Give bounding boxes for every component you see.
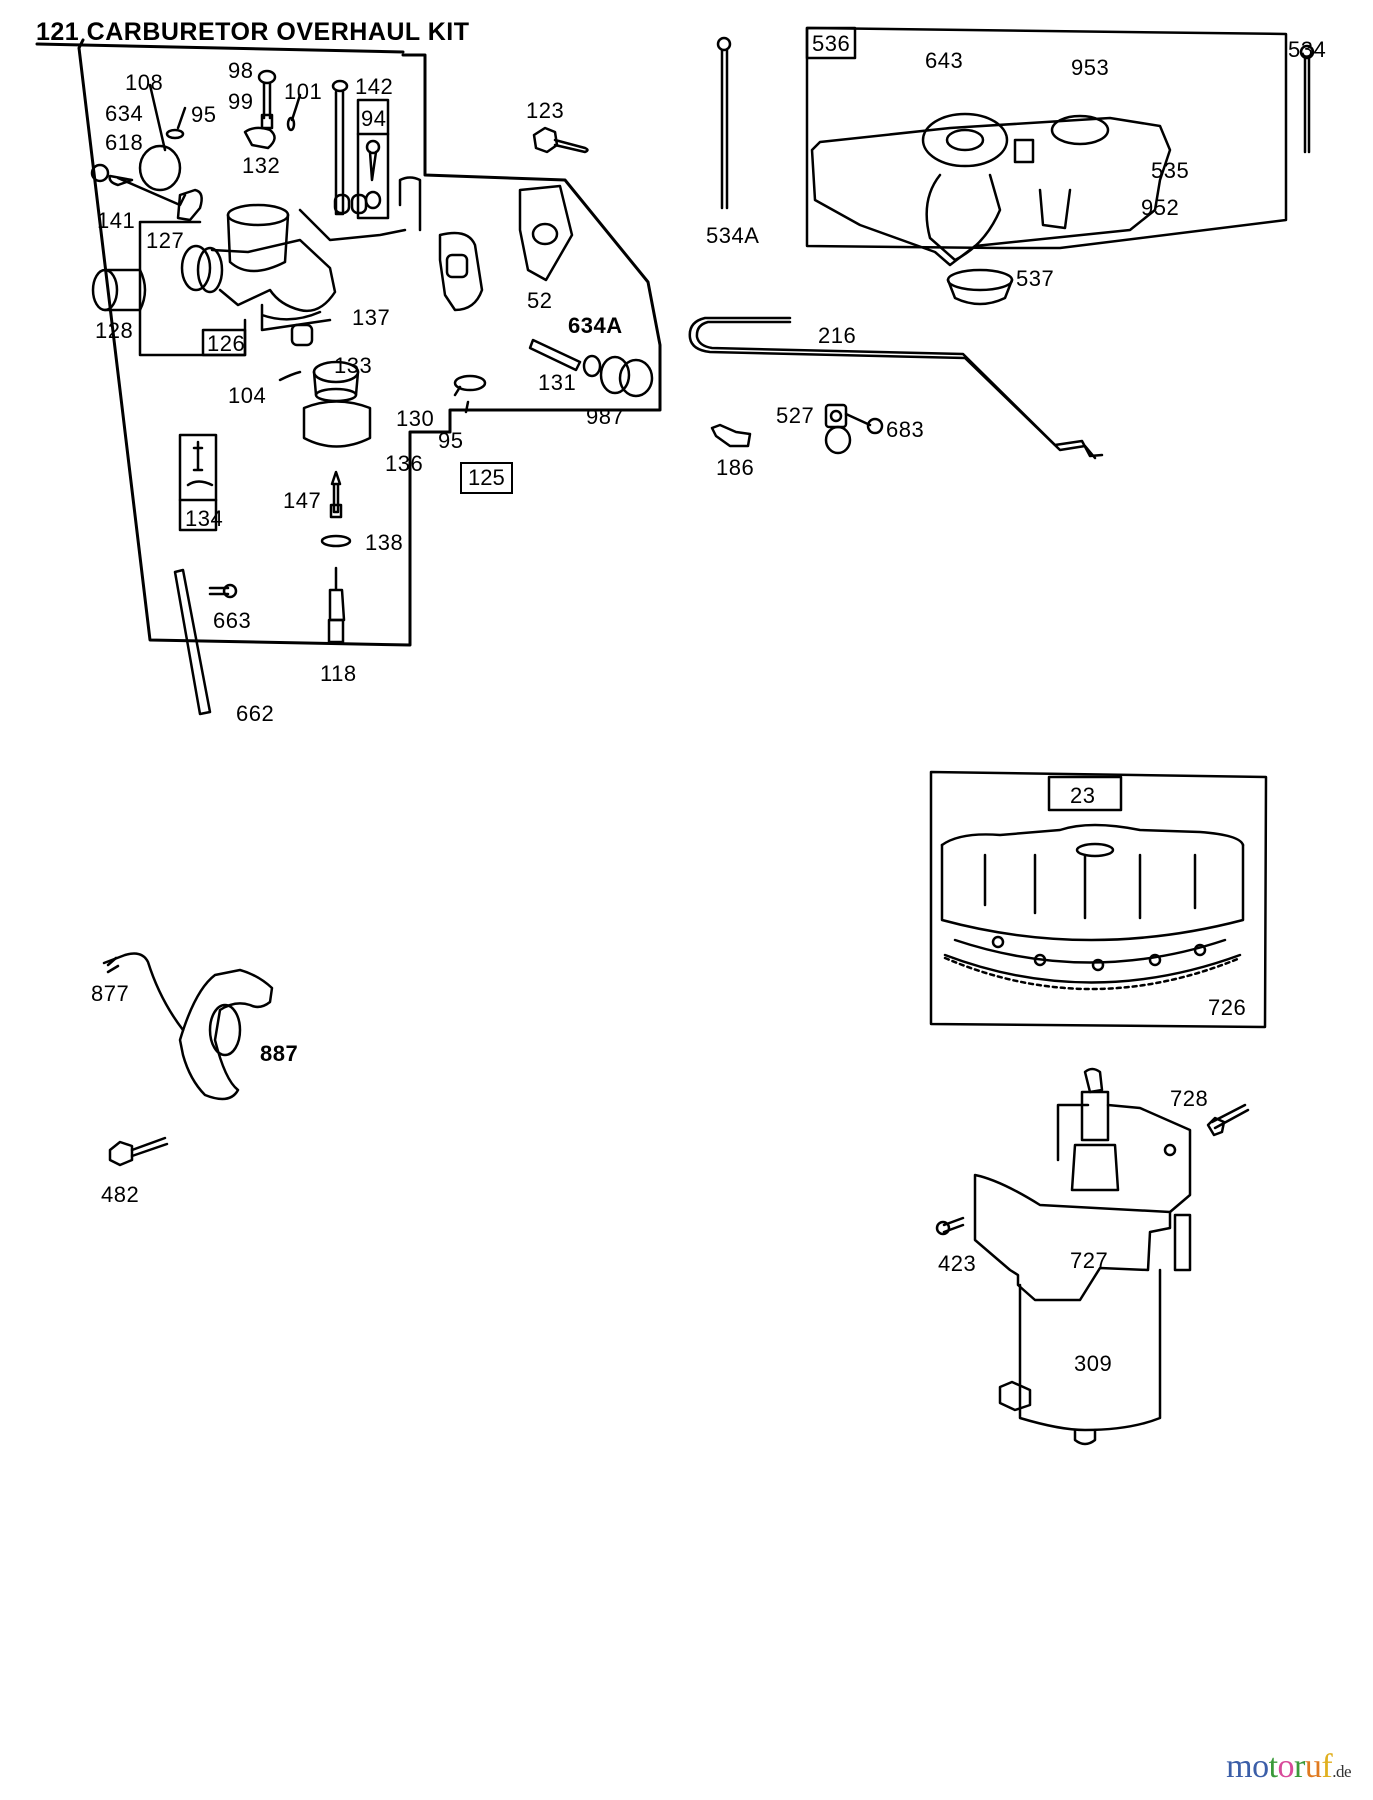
part-label: 643 — [925, 48, 964, 73]
linkage-parts — [688, 316, 1104, 460]
part-label: 138 — [365, 530, 404, 555]
part-label: 118 — [320, 661, 357, 686]
part-label: 535 — [1151, 158, 1190, 183]
kit-label-134: 134 — [185, 506, 224, 531]
part-label: 662 — [236, 701, 275, 726]
kit-label-23: 23 — [1070, 783, 1096, 808]
watermark-tld: .de — [1332, 1762, 1351, 1781]
choke-lever-icon — [148, 83, 167, 152]
part-label: 537 — [1016, 266, 1055, 291]
part-label: 683 — [886, 417, 925, 442]
part-label: 130 — [396, 406, 435, 431]
part-label: 423 — [938, 1251, 977, 1276]
part-label: 136 — [385, 451, 424, 476]
part-label: 216 — [818, 323, 857, 348]
part-label: 527 — [776, 403, 815, 428]
part-label: 618 — [105, 130, 144, 155]
part-label: 95 — [438, 428, 464, 453]
part-label: 987 — [586, 404, 625, 429]
part-label: 634 — [105, 101, 144, 126]
part-label: 727 — [1070, 1248, 1109, 1273]
part-label: 186 — [716, 455, 755, 480]
part-label: 123 — [526, 98, 565, 123]
watermark-letter: o — [1252, 1748, 1269, 1785]
part-label: 131 — [538, 370, 577, 395]
watermark-logo: motoruf.de — [1226, 1748, 1351, 1786]
watermark-letter: f — [1321, 1748, 1333, 1785]
part-label: 108 — [125, 70, 164, 95]
part-label: 634A — [568, 313, 623, 338]
part-label: 534A — [706, 223, 760, 248]
part-label: 141 — [97, 208, 136, 233]
part-label-94: 94 — [361, 106, 387, 131]
starter-parts — [935, 1067, 1250, 1446]
part-label: 142 — [355, 74, 394, 99]
carburetor-parts — [90, 69, 654, 716]
carburetor-kit-outline — [35, 38, 662, 647]
part-label: 726 — [1208, 995, 1247, 1020]
part-label: 309 — [1074, 1351, 1113, 1376]
part-label: 104 — [228, 383, 267, 408]
part-label: 534 — [1288, 37, 1327, 62]
part-label: 52 — [527, 288, 553, 313]
part-label: 132 — [242, 153, 281, 178]
ignition-parts — [102, 952, 274, 1167]
choke-plate-icon — [138, 144, 182, 192]
part-label: 98 — [228, 58, 254, 83]
watermark-letter: o — [1277, 1748, 1295, 1785]
part-label: 663 — [213, 608, 252, 633]
part-label: 887 — [260, 1041, 299, 1066]
part-label: 877 — [91, 981, 130, 1006]
part-label: 99 — [228, 89, 254, 114]
watermark-letter: u — [1304, 1748, 1322, 1785]
part-label: 95 — [191, 102, 217, 127]
part-label: 953 — [1071, 55, 1110, 80]
kit-label-126: 126 — [207, 331, 246, 356]
watermark-letter: m — [1226, 1748, 1253, 1785]
diagram-title: 121 CARBURETOR OVERHAUL KIT — [36, 18, 470, 46]
flywheel-parts — [929, 770, 1268, 1029]
part-label: 128 — [95, 318, 134, 343]
part-label: 133 — [334, 353, 373, 378]
part-label: 728 — [1170, 1086, 1209, 1111]
watermark-letter: r — [1294, 1748, 1305, 1785]
part-label: 101 — [284, 79, 323, 104]
part-label: 147 — [283, 488, 322, 513]
watermark-letter: t — [1268, 1748, 1278, 1785]
part-label: 952 — [1141, 195, 1180, 220]
kit-label-125: 125 — [460, 462, 513, 494]
air-cleaner-parts — [716, 26, 1315, 306]
part-label: 482 — [101, 1182, 140, 1207]
kit-label-536: 536 — [812, 31, 851, 56]
part-label: 127 — [146, 228, 185, 253]
part-label: 137 — [352, 305, 391, 330]
